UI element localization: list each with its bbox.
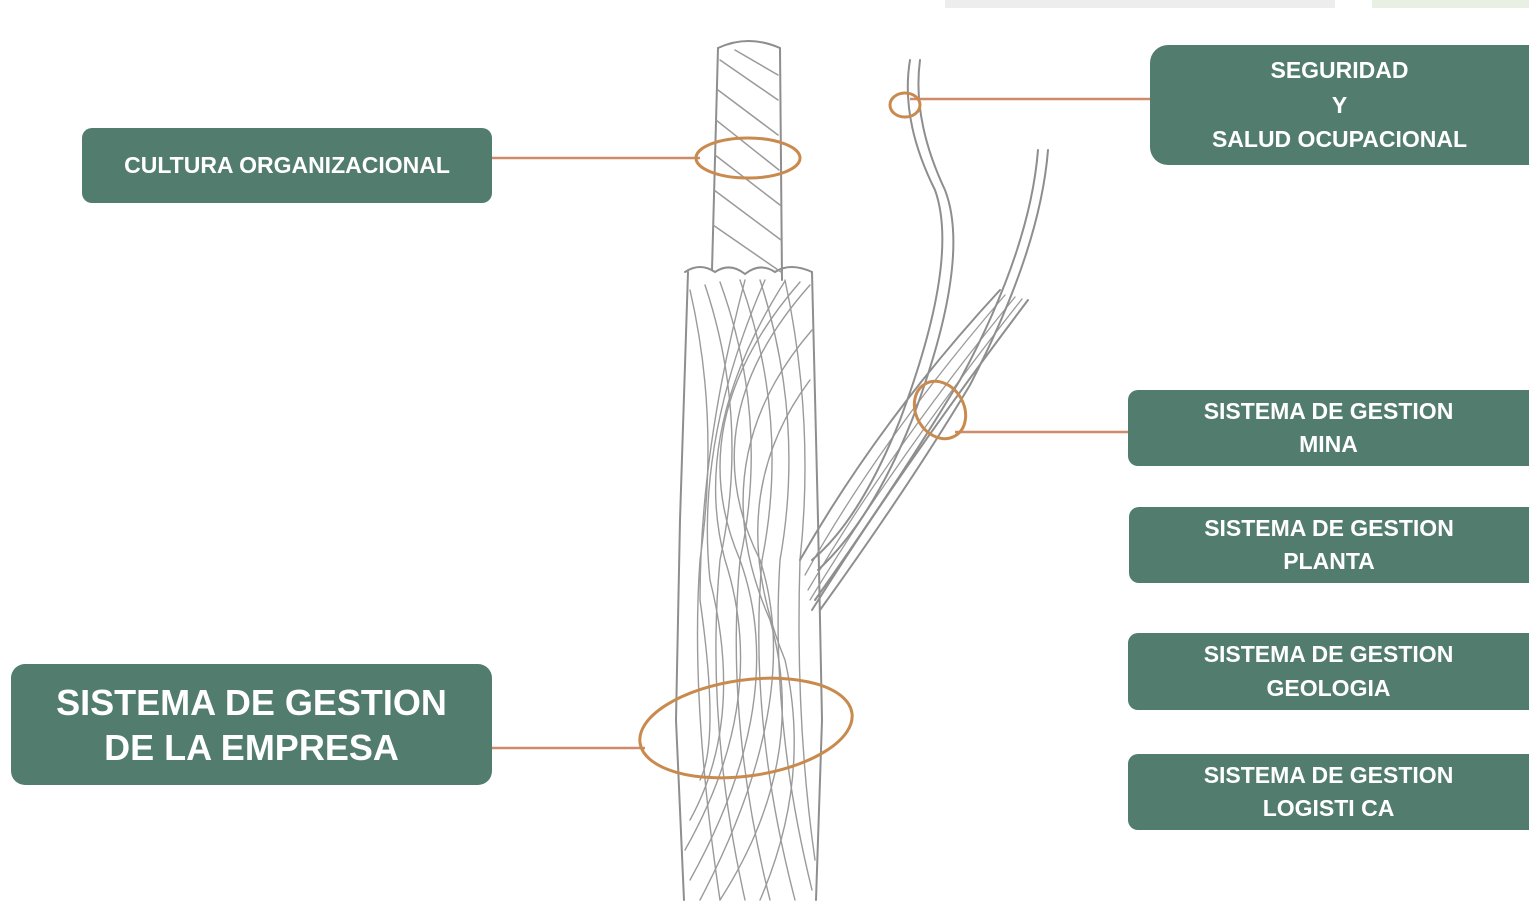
label-sistema-geologia: SISTEMA DE GESTION GEOLOGIA (1128, 633, 1529, 710)
label-geologia-line1: SISTEMA DE GESTION (1204, 638, 1454, 671)
label-logistica-line2: LOGISTI CA (1263, 792, 1395, 825)
label-seguridad-salud: SEGURIDAD Y SALUD OCUPACIONAL (1150, 45, 1529, 165)
label-mina-line1: SISTEMA DE GESTION (1204, 395, 1454, 428)
label-sistema-planta: SISTEMA DE GESTION PLANTA (1129, 507, 1529, 583)
label-sistema-mina: SISTEMA DE GESTION MINA (1128, 390, 1529, 466)
label-empresa-line2: DE LA EMPRESA (104, 725, 399, 770)
label-seguridad-line3: SALUD OCUPACIONAL (1212, 122, 1467, 157)
label-mina-line2: MINA (1299, 428, 1358, 461)
label-sistema-logistica: SISTEMA DE GESTION LOGISTI CA (1128, 754, 1529, 830)
label-cultura-text: CULTURA ORGANIZACIONAL (124, 151, 450, 180)
label-geologia-line2: GEOLOGIA (1267, 672, 1391, 705)
ring-seguridad (890, 93, 920, 117)
label-seguridad-line2: Y (1332, 88, 1347, 123)
label-logistica-line1: SISTEMA DE GESTION (1204, 759, 1454, 792)
ring-empresa (633, 666, 858, 791)
label-sistema-empresa: SISTEMA DE GESTION DE LA EMPRESA (11, 664, 492, 785)
label-planta-line2: PLANTA (1283, 545, 1375, 578)
label-seguridad-line1: SEGURIDAD (1270, 53, 1408, 88)
label-empresa-line1: SISTEMA DE GESTION (56, 680, 447, 725)
label-planta-line1: SISTEMA DE GESTION (1204, 512, 1454, 545)
rope-illustration (676, 41, 1048, 900)
connector-lines (492, 99, 1152, 748)
ring-mina (904, 372, 976, 448)
ring-cultura (696, 138, 800, 178)
label-cultura-organizacional: CULTURA ORGANIZACIONAL (82, 128, 492, 203)
